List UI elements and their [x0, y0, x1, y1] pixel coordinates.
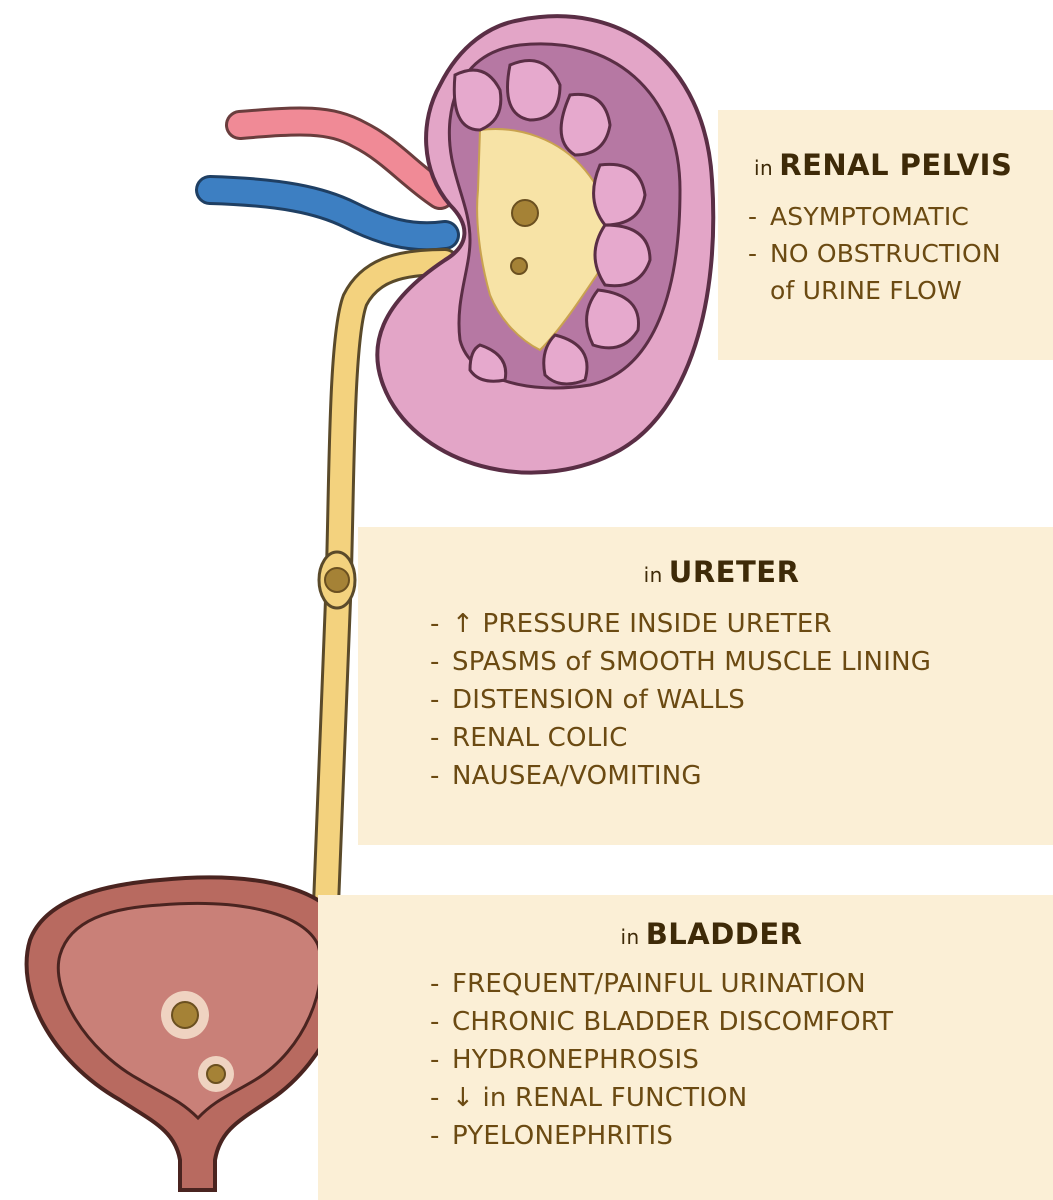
kidney-stone	[511, 258, 527, 274]
list-item: -↓ in RENAL FUNCTION	[430, 1079, 1053, 1117]
list-item: -NAUSEA/VOMITING	[430, 757, 1053, 795]
heading-prefix: in	[620, 925, 639, 949]
list-item: -SPASMS of SMOOTH MUSCLE LINING	[430, 643, 1053, 681]
list-item: -CHRONIC BLADDER DISCOMFORT	[430, 1003, 1053, 1041]
list-item: -DISTENSION of WALLS	[430, 681, 1053, 719]
heading-title: RENAL PELVIS	[779, 148, 1012, 182]
bladder	[27, 877, 349, 1190]
list-item: -ASYMPTOMATIC	[748, 198, 1053, 235]
bladder-heading: in BLADDER	[430, 917, 1053, 951]
bladder-panel: in BLADDER -FREQUENT/PAINFUL URINATION -C…	[318, 895, 1053, 1200]
renal-pyramid	[508, 61, 561, 121]
heading-title: URETER	[669, 555, 800, 589]
heading-prefix: in	[754, 156, 773, 180]
list-item: -RENAL COLIC	[430, 719, 1053, 757]
list-item: of URINE FLOW	[748, 272, 1053, 309]
ureter-list: -↑ PRESSURE INSIDE URETER -SPASMS of SMO…	[430, 605, 1053, 795]
list-item: -FREQUENT/PAINFUL URINATION	[430, 965, 1053, 1003]
bladder-stone	[161, 991, 209, 1039]
bladder-list: -FREQUENT/PAINFUL URINATION -CHRONIC BLA…	[430, 965, 1053, 1155]
list-item: -HYDRONEPHROSIS	[430, 1041, 1053, 1079]
list-item: -↑ PRESSURE INSIDE URETER	[430, 605, 1053, 643]
ureter-stone	[325, 568, 349, 592]
heading-prefix: in	[644, 563, 663, 587]
list-item: -PYELONEPHRITIS	[430, 1117, 1053, 1155]
list-item: -NO OBSTRUCTION	[748, 235, 1053, 272]
renal-pyramid	[454, 70, 501, 130]
heading-title: BLADDER	[646, 917, 803, 951]
kidney-stone	[512, 200, 538, 226]
renal-pelvis-list: -ASYMPTOMATIC -NO OBSTRUCTION of URINE F…	[748, 198, 1053, 309]
bladder-stone	[198, 1056, 234, 1092]
